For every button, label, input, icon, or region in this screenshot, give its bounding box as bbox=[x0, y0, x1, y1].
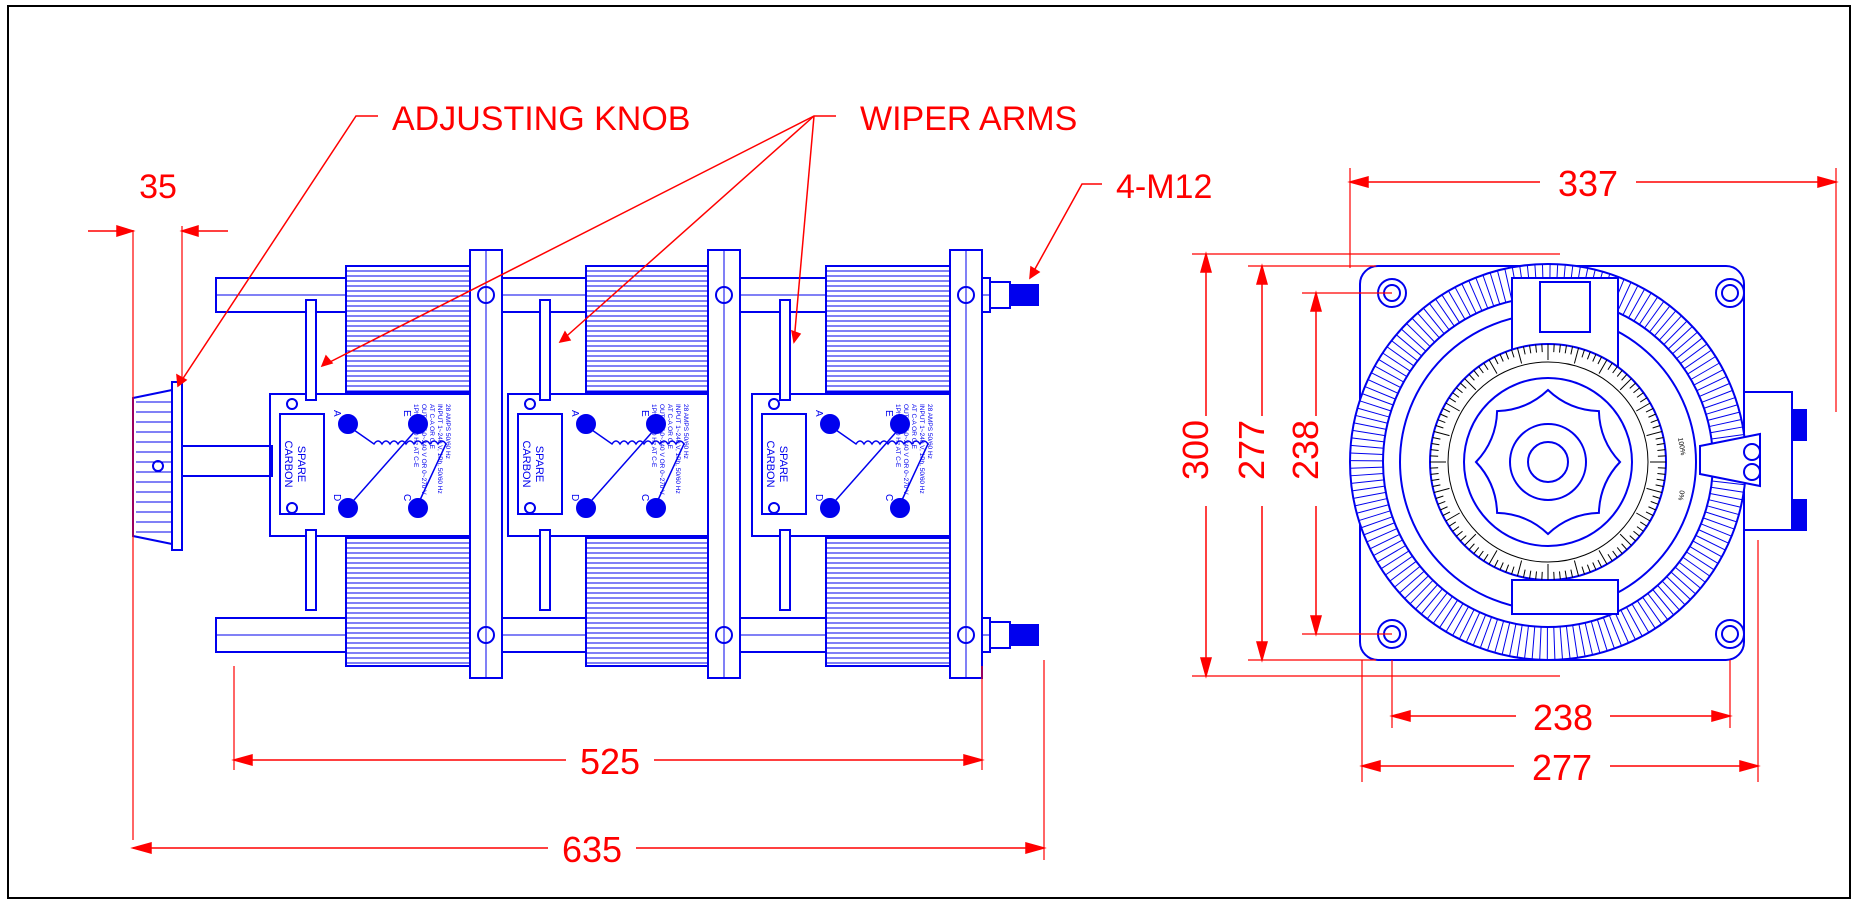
top-view: 100% 0% bbox=[1350, 264, 1806, 660]
svg-text:E: E bbox=[883, 410, 894, 417]
svg-text:C: C bbox=[639, 494, 650, 501]
svg-text:E: E bbox=[639, 410, 650, 417]
svg-text:D: D bbox=[331, 494, 342, 501]
terminal-d bbox=[577, 499, 595, 517]
bolt-end-bottom bbox=[990, 622, 1038, 648]
end-plate-2 bbox=[708, 250, 740, 678]
terminal-c bbox=[891, 499, 909, 517]
svg-text:A: A bbox=[813, 410, 824, 417]
terminal-c bbox=[647, 499, 665, 517]
dim-height-mid: 277 bbox=[1231, 420, 1272, 480]
bolt-end-top bbox=[990, 282, 1038, 308]
spare-carbon-label: SPARECARBON bbox=[282, 440, 307, 487]
coil-stack-2 bbox=[586, 538, 712, 666]
leader-bolt-spec bbox=[1030, 184, 1102, 278]
coil-stack-3 bbox=[826, 538, 952, 666]
terminal-c bbox=[409, 499, 427, 517]
label-adjusting-knob: ADJUSTING KNOB bbox=[392, 100, 690, 138]
end-plate-1 bbox=[470, 250, 502, 678]
svg-text:A: A bbox=[331, 410, 342, 417]
dim-height-outer: 300 bbox=[1175, 420, 1216, 480]
svg-text:C: C bbox=[401, 494, 412, 501]
svg-text:A: A bbox=[569, 410, 580, 417]
dim-height-inner: 238 bbox=[1285, 420, 1326, 480]
svg-text:E: E bbox=[401, 410, 412, 417]
knob-shaft bbox=[180, 446, 272, 476]
label-bolt-spec: 4-M12 bbox=[1116, 168, 1212, 206]
dim-base-inner: 238 bbox=[1533, 697, 1593, 738]
svg-text:C: C bbox=[883, 494, 894, 501]
terminal-d bbox=[339, 499, 357, 517]
dim-overall-length: 635 bbox=[562, 829, 622, 870]
coil-stack-1 bbox=[346, 266, 476, 392]
coil-stack-3 bbox=[826, 266, 952, 392]
terminal-d bbox=[821, 499, 839, 517]
dim-coil-span: 525 bbox=[580, 741, 640, 782]
dim-knob-offset: 35 bbox=[139, 168, 177, 206]
svg-text:D: D bbox=[813, 494, 824, 501]
end-plate-3 bbox=[950, 250, 982, 678]
label-wiper-arms: WIPER ARMS bbox=[860, 100, 1077, 138]
coil-stack-2 bbox=[586, 266, 712, 392]
coil-stack-1 bbox=[346, 538, 476, 666]
spare-carbon-label: SPARECARBON bbox=[764, 440, 789, 487]
knob-top-star bbox=[1476, 390, 1620, 534]
adjusting-knob bbox=[133, 382, 182, 550]
spare-carbon-label: SPARECARBON bbox=[520, 440, 545, 487]
svg-text:D: D bbox=[569, 494, 580, 501]
dim-base-outer: 277 bbox=[1532, 747, 1592, 788]
dim-width-right: 337 bbox=[1558, 163, 1618, 204]
